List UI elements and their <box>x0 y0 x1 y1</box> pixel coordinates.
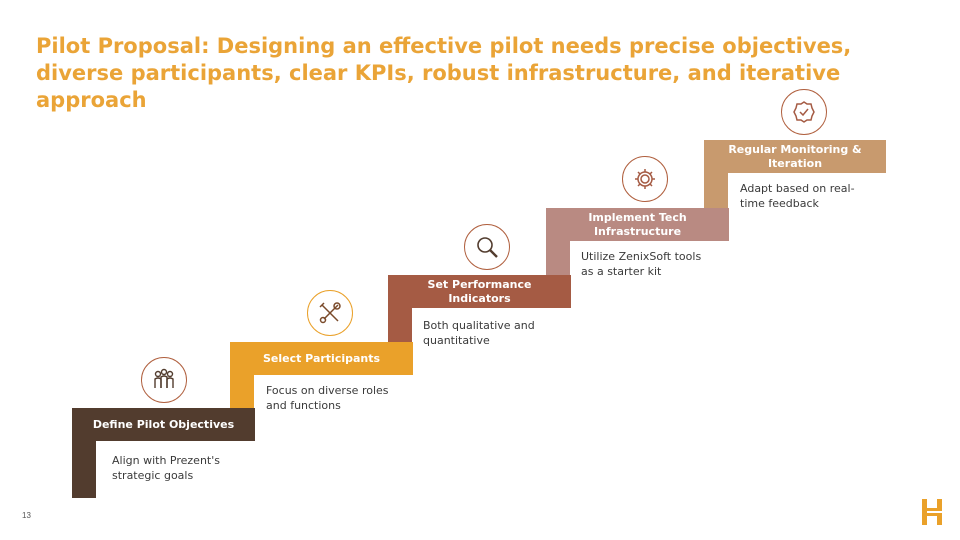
check-badge-icon <box>781 89 827 135</box>
page-number: 13 <box>22 511 31 520</box>
step-2-description: Focus on diverse roles and functions <box>266 384 389 412</box>
step-1-bar: Define Pilot Objectives <box>72 408 255 441</box>
step-2-bar: Select Participants <box>230 342 413 375</box>
step-5-description: Adapt based on real-time feedback <box>740 182 855 210</box>
step-1-label: Define Pilot Objectives <box>92 417 235 431</box>
step-4-stem <box>546 240 570 275</box>
company-logo <box>922 499 942 525</box>
step-2-stem <box>230 374 254 408</box>
step-3-stem <box>388 307 412 342</box>
magnifier-icon <box>464 224 510 270</box>
step-1-description: Align with Prezent's strategic goals <box>112 454 220 482</box>
step-5-bar: Regular Monitoring & Iteration <box>704 140 886 173</box>
slide-title: Pilot Proposal: Designing an effective p… <box>36 34 852 112</box>
step-3-bar: Set Performance Indicators <box>388 275 571 308</box>
step-4-label: Implement Tech Infrastructure <box>588 210 687 238</box>
step-3-label: Set Performance Indicators <box>427 277 532 305</box>
step-1-stem <box>72 440 96 498</box>
step-4-bar: Implement Tech Infrastructure <box>546 208 729 241</box>
gear-icon <box>622 156 668 202</box>
tools-icon <box>307 290 353 336</box>
step-5-stem <box>704 172 728 208</box>
step-5-label: Regular Monitoring & Iteration <box>728 142 862 170</box>
team-icon <box>141 357 187 403</box>
step-2-label: Select Participants <box>262 351 381 365</box>
step-4-description: Utilize ZenixSoft tools as a starter kit <box>581 250 702 278</box>
step-3-description: Both qualitative and quantitative <box>423 319 535 347</box>
